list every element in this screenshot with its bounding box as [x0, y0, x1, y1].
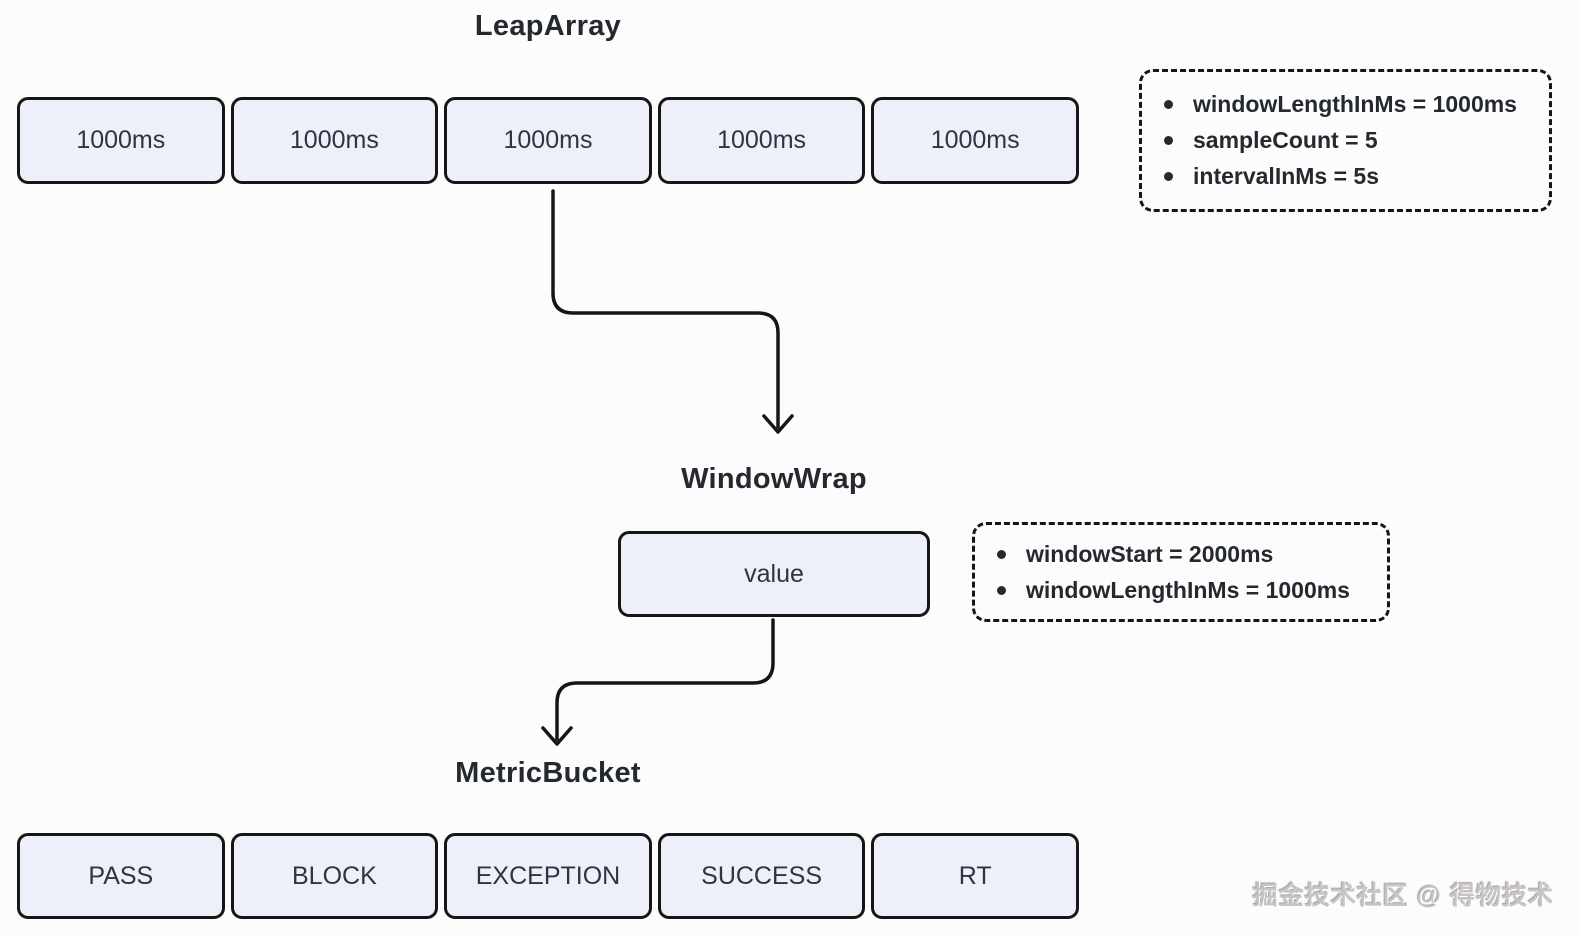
note-item: windowLengthInMs = 1000ms [997, 576, 1387, 605]
bullet-icon [997, 585, 1006, 595]
bullet-icon [1164, 136, 1173, 145]
leap-array-cell: 1000ms [871, 97, 1079, 184]
metric-bucket-title: MetricBucket [455, 757, 641, 789]
arrowhead-down-icon [541, 726, 573, 746]
arrow-bucket-to-windowwrap [551, 189, 780, 429]
leap-array-cell: 1000ms [444, 97, 652, 184]
arrowhead-down-icon [762, 414, 794, 434]
metric-bucket-cell: SUCCESS [657, 833, 866, 919]
metric-bucket-cell: RT [871, 833, 1079, 919]
leap-array-row: 1000ms 1000ms 1000ms 1000ms 1000ms [17, 97, 1079, 184]
watermark-text: 掘金技术社区 @ 得物技术 [1252, 882, 1554, 910]
arrow-value-to-metricbucket [555, 618, 775, 741]
note-item-label: sampleCount = 5 [1193, 127, 1378, 153]
note-item: windowLengthInMs = 1000ms [1164, 90, 1549, 119]
note-item-label: windowLengthInMs = 1000ms [1026, 576, 1350, 603]
leap-array-cell: 1000ms [657, 97, 866, 184]
metric-bucket-cell: EXCEPTION [444, 833, 652, 919]
bullet-icon [1164, 100, 1173, 109]
leap-array-cell: 1000ms [17, 97, 225, 184]
note-item: windowStart = 2000ms [997, 540, 1387, 569]
leap-array-title: LeapArray [474, 10, 622, 42]
metric-bucket-row: PASS BLOCK EXCEPTION SUCCESS RT [17, 833, 1079, 919]
note-item-label: windowLengthInMs = 1000ms [1193, 91, 1517, 117]
window-wrap-title: WindowWrap [681, 463, 867, 495]
note-item-label: windowStart = 2000ms [1026, 540, 1274, 567]
metric-bucket-cell: BLOCK [230, 833, 439, 919]
note-item: sampleCount = 5 [1164, 126, 1549, 155]
bullet-icon [997, 549, 1006, 559]
note-item-label: intervalInMs = 5s [1193, 163, 1379, 189]
leap-array-cell: 1000ms [230, 97, 439, 184]
leap-array-note-box: windowLengthInMs = 1000ms sampleCount = … [1139, 69, 1552, 212]
metric-bucket-cell: PASS [17, 833, 225, 919]
window-wrap-note-box: windowStart = 2000ms windowLengthInMs = … [972, 522, 1390, 622]
bullet-icon [1164, 172, 1173, 181]
window-wrap-value-box: value [618, 531, 930, 617]
note-item: intervalInMs = 5s [1164, 162, 1549, 191]
